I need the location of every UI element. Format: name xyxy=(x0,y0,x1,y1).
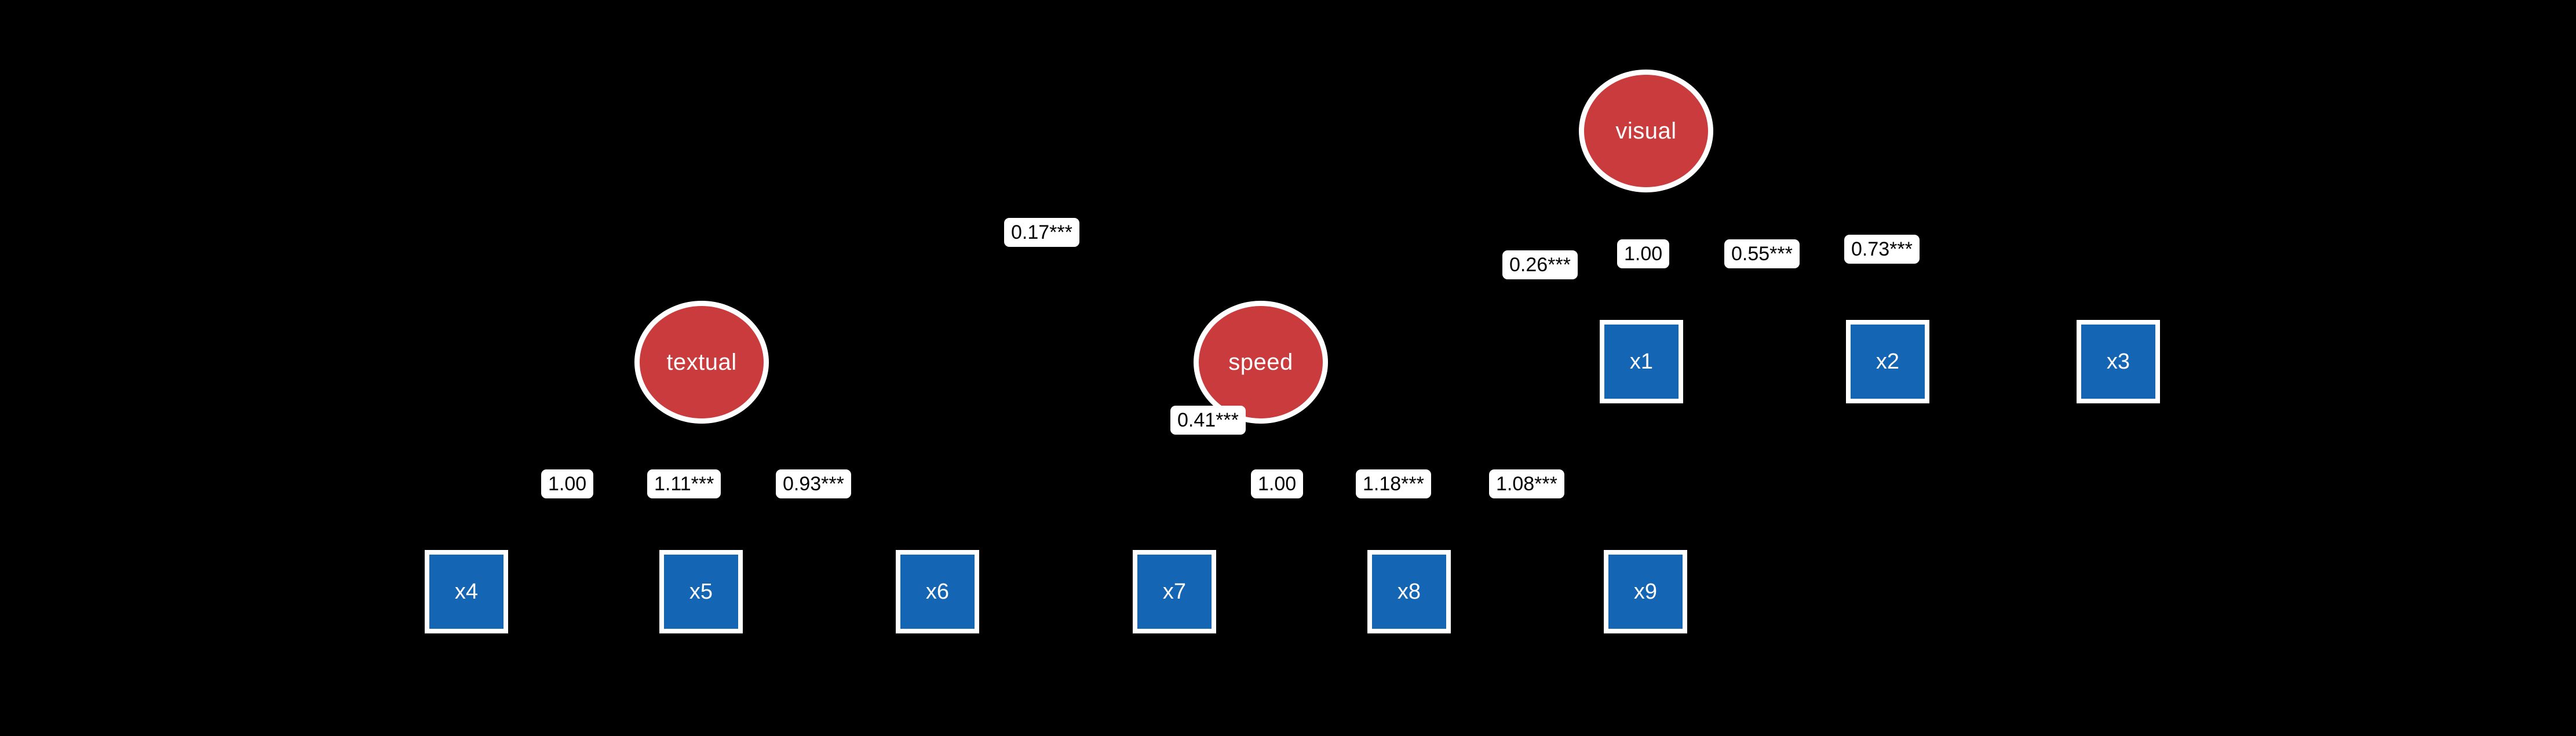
estimate-label-speed-x8: 1.18*** xyxy=(1356,469,1431,499)
observed-node-label: x1 xyxy=(1629,349,1654,374)
estimate-label-textual-x4: 1.00 xyxy=(541,469,594,499)
observed-node-x8[interactable]: x8 xyxy=(1367,550,1451,633)
estimate-label-visual-x3: 0.73*** xyxy=(1844,235,1920,264)
latent-node-label: speed xyxy=(1228,349,1293,375)
edge-visual-to-speed xyxy=(1260,131,1647,364)
latent-node-label: textual xyxy=(666,349,737,375)
observed-node-label: x3 xyxy=(2106,349,2130,374)
observed-node-x3[interactable]: x3 xyxy=(2077,320,2160,403)
observed-node-x4[interactable]: x4 xyxy=(425,550,508,633)
observed-node-label: x7 xyxy=(1162,580,1187,604)
observed-node-x7[interactable]: x7 xyxy=(1133,550,1216,633)
estimate-label-speed-x9: 1.08*** xyxy=(1489,469,1564,499)
observed-node-label: x5 xyxy=(689,580,713,604)
latent-node-textual[interactable]: textual xyxy=(634,301,769,424)
estimate-label-visual-speed: 0.26*** xyxy=(1502,250,1578,280)
observed-node-label: x4 xyxy=(454,580,479,604)
estimate-label-textual-x6: 0.93*** xyxy=(776,469,851,499)
estimate-label-visual-x2: 0.55*** xyxy=(1724,239,1800,269)
estimate-label-speed-x7: 1.00 xyxy=(1251,469,1304,499)
estimate-label-visual-x1: 1.00 xyxy=(1617,239,1670,269)
latent-node-speed[interactable]: speed xyxy=(1194,301,1328,424)
observed-node-x6[interactable]: x6 xyxy=(896,550,979,633)
estimate-label-speed-textual: 0.41*** xyxy=(1170,406,1246,435)
latent-node-label: visual xyxy=(1615,118,1677,144)
observed-node-x1[interactable]: x1 xyxy=(1600,320,1683,403)
edge-speed-to-x9 xyxy=(1260,362,1646,593)
latent-node-visual[interactable]: visual xyxy=(1579,70,1713,192)
observed-node-x5[interactable]: x5 xyxy=(659,550,743,633)
observed-node-x9[interactable]: x9 xyxy=(1604,550,1687,633)
observed-node-label: x2 xyxy=(1876,349,1900,374)
observed-node-label: x6 xyxy=(925,580,950,604)
observed-node-label: x9 xyxy=(1633,580,1658,604)
estimate-label-visual-textual: 0.17*** xyxy=(1004,218,1079,247)
observed-node-label: x8 xyxy=(1397,580,1421,604)
estimate-label-textual-x5: 1.11*** xyxy=(647,469,721,499)
observed-node-x2[interactable]: x2 xyxy=(1846,320,1929,403)
edge-speed-to-textual xyxy=(702,362,1261,364)
edge-visual-to-textual xyxy=(701,131,1647,364)
